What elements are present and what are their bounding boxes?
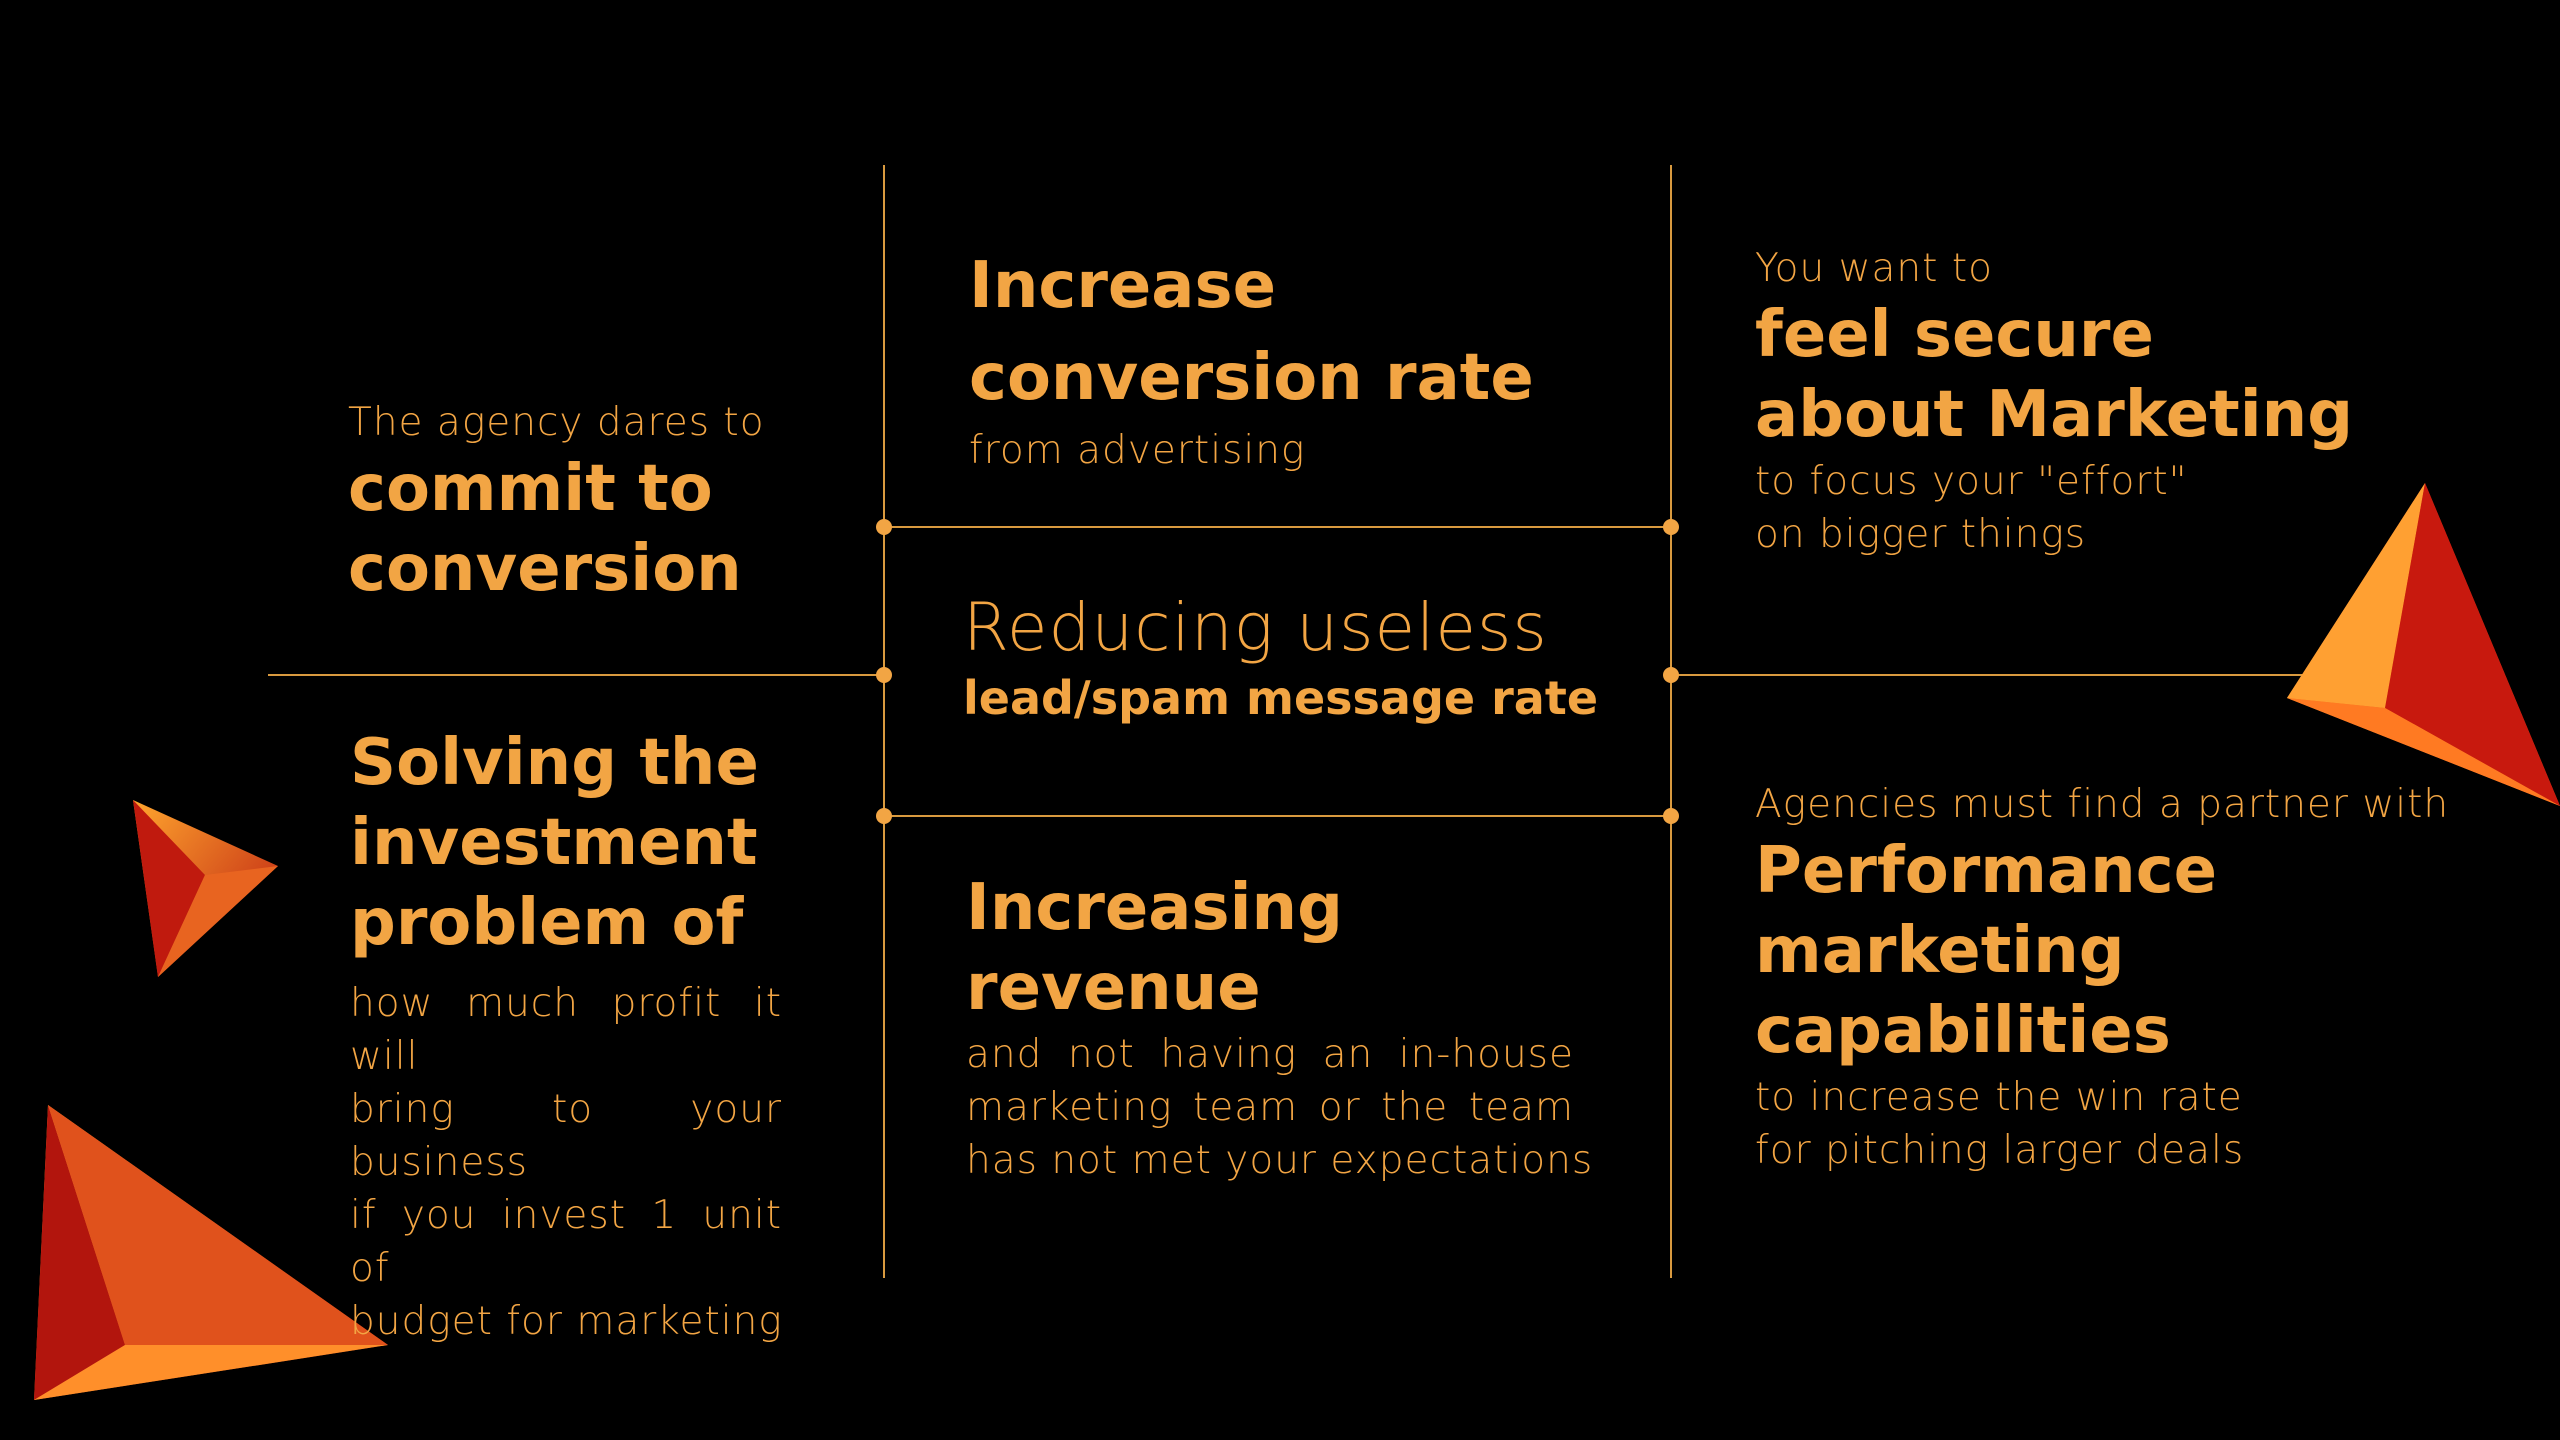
node-dot [1663,519,1679,535]
block-subtitle-line: to increase the win rate [1755,1075,2243,1120]
block-subtitle-line: marketing team or the team [966,1085,1574,1130]
block-title-line: Performance [1755,834,2218,908]
block-intro-text: The agency dares to [348,400,765,445]
node-dot [876,667,892,683]
block-increasing-revenue: Increasing revenue and not having an in-… [966,868,1594,1187]
node-dot [1663,808,1679,824]
node-dot [1663,667,1679,683]
block-intro-text: Agencies must find a partner with [1755,782,2450,827]
block-subtitle-line: budget for marketing [350,1299,783,1344]
block-reducing-spam: Reducing useless lead/spam message rate [963,587,1598,727]
block-title-line: investment [350,806,758,880]
block-subtitle-line: on bigger things [1755,512,2087,557]
block-title-line: Increasing [966,871,1343,945]
center-light-text: Reducing useless [963,589,1548,666]
block-subtitle-line: how much profit it will [350,981,782,1079]
block-title-line: commit to [348,452,713,526]
block-title-line: conversion [348,532,742,606]
block-title-line: feel secure [1755,298,2154,372]
block-subtitle-line: for pitching larger deals [1755,1128,2245,1173]
block-subtitle-line: if you invest 1 unit of [350,1193,782,1291]
node-dot [876,808,892,824]
block-commit-to-conversion: The agency dares to commit to conversion [348,396,765,609]
block-feel-secure: You want to feel secure about Marketing … [1755,242,2353,561]
block-title-line: revenue [966,951,1261,1025]
block-performance-marketing: Agencies must find a partner with Perfor… [1755,778,2449,1177]
block-title-line: conversion rate [969,341,1534,415]
node-dot [876,519,892,535]
block-subtitle-line: has not met your expectations [966,1138,1594,1183]
block-title-line: problem of [350,886,744,960]
pyramid-shape-large-bottom-left [34,1105,388,1400]
block-subtitle-line: and not having an in-house [966,1032,1574,1077]
block-subtitle-line: bring to your business [350,1087,782,1185]
block-title-line: about Marketing [1755,378,2353,452]
block-increase-conversion: Increase conversion rate from advertisin… [969,240,1534,477]
block-title-line: marketing [1755,914,2125,988]
block-subtitle-text: from advertising [969,428,1306,473]
pyramid-shape-right [2287,483,2560,806]
pyramid-shape-small-left [133,800,278,977]
block-intro-text: You want to [1755,246,1993,291]
block-title-line: Increase [969,249,1276,323]
block-subtitle-line: to focus your "effort" [1755,459,2188,504]
block-title-line: capabilities [1755,994,2171,1068]
center-bold-text: lead/spam message rate [963,671,1599,725]
block-title-line: Solving the [350,726,759,800]
block-investment-problem: Solving the investment problem of how mu… [350,723,782,1348]
